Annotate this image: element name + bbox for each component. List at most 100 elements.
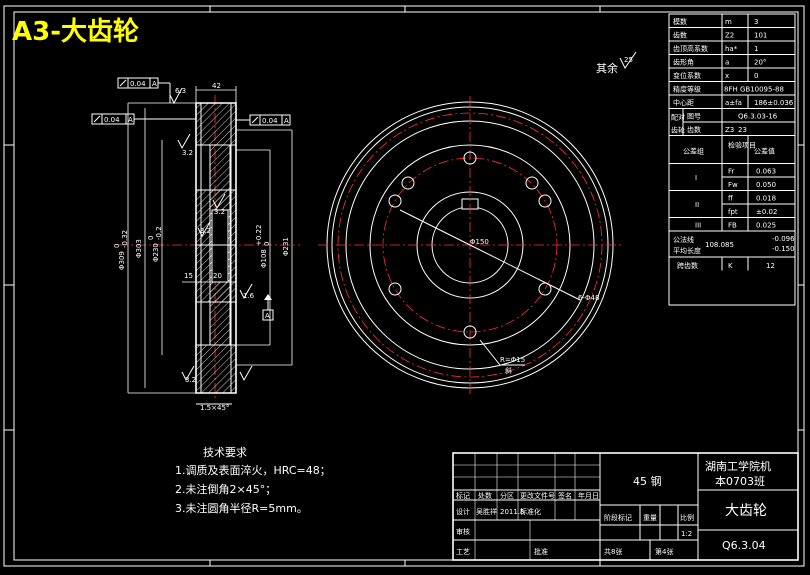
front-view: 6-Φ48 Φ150 R=Φ15 斜 <box>318 96 622 394</box>
r-note: R=Φ15 <box>500 356 525 364</box>
dim-chamfer: 1.5×45° <box>200 404 229 412</box>
dim-bore-dia: Φ108 <box>260 249 268 268</box>
tolerance-frame-1: 0.04 A <box>117 77 171 103</box>
roughness-symbol: 25 <box>619 51 637 69</box>
mating-value: 23 <box>738 126 747 134</box>
svg-text:标记: 标记 <box>456 491 470 500</box>
dim-hub-dia: Φ231 <box>282 237 290 256</box>
svg-text:斜: 斜 <box>505 366 512 375</box>
tol-header: 公差组 <box>683 147 704 156</box>
tech-req-3: 3.未注圆角半径R=5mm。 <box>175 501 308 515</box>
svg-text:吴胜祥: 吴胜祥 <box>476 507 497 516</box>
svg-text:年月日: 年月日 <box>578 491 599 500</box>
tol-value: 0.018 <box>756 195 776 203</box>
svg-text:-0.32: -0.32 <box>121 230 129 248</box>
tech-requirements: 技术要求 1.调质及表面淬火，HRC=48； 2.未注倒角2×45°； 3.未注… <box>175 446 331 515</box>
svg-text:0: 0 <box>147 236 155 240</box>
bolt-circle-note: Φ150 <box>470 238 489 246</box>
svg-text:标准化: 标准化 <box>520 507 541 516</box>
svg-text:A: A <box>265 312 270 320</box>
mating-label: 配对 <box>671 113 685 122</box>
svg-text:A: A <box>152 80 157 88</box>
svg-text:分区: 分区 <box>500 491 514 500</box>
tol-value: 0.050 <box>756 181 776 189</box>
mating-name: 齿数 <box>687 125 701 134</box>
svg-text:重量: 重量 <box>643 514 657 522</box>
param-name: 齿顶高系数 <box>673 44 708 53</box>
param-symbol: m <box>725 18 732 26</box>
param-symbol: a±fa <box>725 99 742 107</box>
svg-text:第4张: 第4张 <box>655 547 673 556</box>
drawing-no: Q6.3.04 <box>722 539 766 552</box>
mating-symbol: Z3 <box>725 126 734 134</box>
svg-text:2011.5: 2011.5 <box>500 508 525 516</box>
title-block: 标记 处数 分区 更改文件号 签名 年月日 设计 吴胜祥 2011.5 标准化 … <box>452 452 799 561</box>
param-name: 变位系数 <box>673 71 701 80</box>
outer-frame <box>3 5 805 567</box>
svg-text:更改文件号: 更改文件号 <box>520 491 555 500</box>
param-name: 中心距 <box>673 98 694 107</box>
svg-text:比例: 比例 <box>680 513 694 522</box>
roughness-marks: 6.3 3.2 3.2 3.2 1.6 3.2 <box>169 87 255 384</box>
material: 45 钢 <box>633 475 662 488</box>
svg-text:0: 0 <box>113 244 121 248</box>
dim-ref-dia: Φ303 <box>135 239 143 258</box>
param-value: 0 <box>754 72 758 80</box>
svg-text:处数: 处数 <box>478 491 492 500</box>
mating-value: Q6.3.03-16 <box>738 113 778 121</box>
sheet-title: A3-大齿轮 <box>12 17 139 47</box>
tol-value: 0.063 <box>756 168 776 176</box>
param-value: 3 <box>754 18 758 26</box>
tol-symbol: ff <box>728 195 733 203</box>
norm-label: 平均长度 <box>673 246 701 255</box>
tol-group: I <box>695 174 697 182</box>
dim-width: 42 <box>212 82 221 90</box>
tol-symbol: FB <box>728 222 737 230</box>
norm-value: 108.085 <box>705 241 734 249</box>
dim-tip-dia: Φ309 <box>118 251 126 270</box>
dim-web-dia: Φ230 <box>152 243 160 262</box>
school: 湖南工学院机 <box>705 459 771 473</box>
param-symbol: ha* <box>725 45 738 53</box>
param-value: 8FH GB10095-88 <box>724 86 784 94</box>
tol-group: III <box>695 221 701 229</box>
norm-low: -0.150 <box>772 245 795 253</box>
param-value: 101 <box>754 32 767 40</box>
svg-text:3.2: 3.2 <box>214 208 225 216</box>
section-view: 42 Φ309 0 -0.32 Φ303 Φ230 0 -0.2 Φ108 +0… <box>91 77 300 412</box>
surface-note: 其余 <box>596 61 618 75</box>
svg-text:6.3: 6.3 <box>175 87 186 95</box>
tol-value: 0.025 <box>756 222 776 230</box>
svg-text:0.04: 0.04 <box>130 80 146 88</box>
svg-text:签名: 签名 <box>558 491 572 500</box>
param-value: 20° <box>754 59 766 67</box>
class: 本0703班 <box>715 474 765 488</box>
norm-label: 公法线 <box>673 235 694 244</box>
scale: 1:2 <box>681 530 692 538</box>
svg-text:-0.2: -0.2 <box>155 226 163 240</box>
dim-20: 20 <box>213 272 222 280</box>
param-name: 模数 <box>673 17 687 26</box>
svg-text:批准: 批准 <box>534 547 548 556</box>
mating-label: 齿轮 <box>671 126 685 135</box>
tech-req-title: 技术要求 <box>203 446 247 459</box>
tol-symbol: Fw <box>728 181 738 189</box>
tolerance-frame-3: 0.04 A <box>236 114 291 126</box>
svg-text:设计: 设计 <box>456 507 470 516</box>
svg-text:审核: 审核 <box>456 527 470 536</box>
tolerance-frame-2: 0.04 A <box>91 113 196 125</box>
tol-symbol: Fr <box>728 168 735 176</box>
span-value: 12 <box>766 262 775 270</box>
part-name: 大齿轮 <box>725 503 767 519</box>
svg-text:3.2: 3.2 <box>182 149 193 157</box>
dim-15: 15 <box>184 272 193 280</box>
datum-a: A <box>262 294 274 321</box>
svg-text:工艺: 工艺 <box>456 548 470 556</box>
svg-text:共8张: 共8张 <box>604 547 622 556</box>
svg-text:3.2: 3.2 <box>200 227 211 235</box>
svg-text:A: A <box>128 116 133 124</box>
svg-text:3.2: 3.2 <box>185 376 196 384</box>
param-symbol: x <box>725 72 729 80</box>
